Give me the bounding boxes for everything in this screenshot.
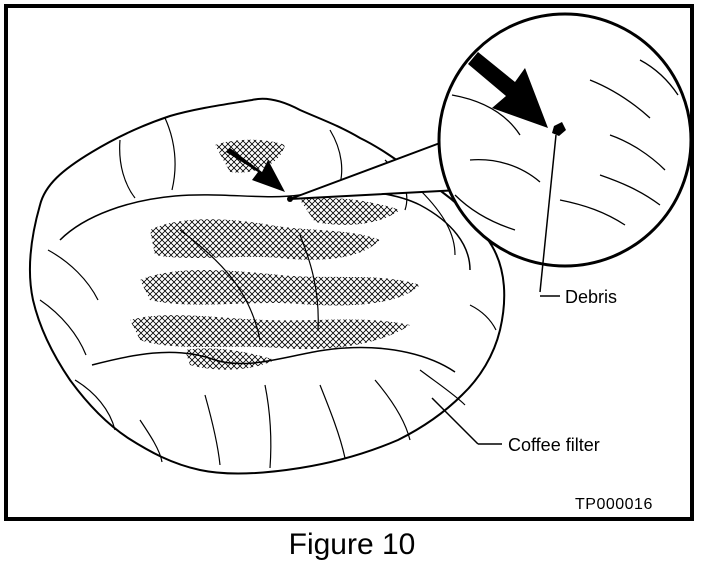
debris-label: Debris [565,287,618,307]
coffee-filter-label: Coffee filter [508,435,600,455]
arrow-pointer-icon [468,52,548,128]
arrow-pointer-icon [226,148,285,192]
figure-code: TP000016 [575,496,653,513]
debris-leader [539,134,557,293]
filter-shading [130,139,420,370]
filter-leader [431,397,479,445]
magnifier-callout [437,12,693,268]
figure-caption: Figure 10 [288,528,416,561]
debris-particle [552,122,566,136]
